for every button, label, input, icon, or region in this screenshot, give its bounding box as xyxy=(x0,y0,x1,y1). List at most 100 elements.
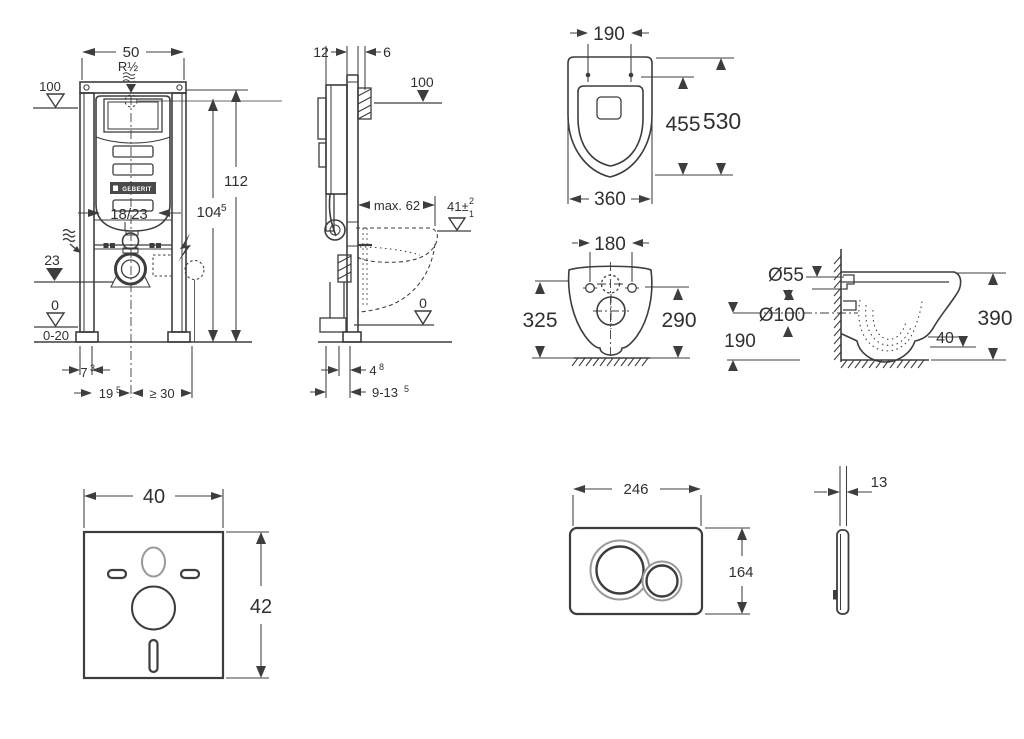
dim-hole-spread-190: 190 xyxy=(570,24,649,70)
dim-height-325: 325 xyxy=(522,280,574,359)
level-marker-100-side: 100 xyxy=(374,74,442,104)
dim-4-sup: 8 xyxy=(379,362,384,372)
pan-side-view: Ø55 Ø100 190 40 390 xyxy=(724,249,1013,371)
dim-190-label: 190 xyxy=(593,24,625,45)
flush-plate-front-view: 246 164 xyxy=(568,481,754,616)
dim-plate-width-246: 246 xyxy=(572,481,702,526)
dim-hole-spread-180: 180 xyxy=(572,234,649,282)
pan-side-outline xyxy=(752,271,962,363)
dim-plate-thickness-13: 13 xyxy=(814,466,887,526)
flush-bend-side xyxy=(319,193,352,333)
level-100-label: 100 xyxy=(39,79,61,94)
dim-bolt-spread: 18/23 xyxy=(78,206,181,230)
dim-mat-width-40: 40 xyxy=(83,486,224,528)
dim-530-label: 530 xyxy=(703,108,741,134)
level-100-side-label: 100 xyxy=(410,74,434,90)
dim-7-label: 7 xyxy=(80,365,87,380)
dim-height-112: 112 xyxy=(186,89,248,342)
anchor-plate-dotted xyxy=(152,254,173,277)
level-marker-rim-41: 41± 2 1 xyxy=(437,196,474,232)
ground-hatch-back xyxy=(571,357,650,367)
dim-range-9-13: 9-13 5 xyxy=(310,384,409,400)
level-marker-drain-23: 23 xyxy=(34,252,114,283)
dim-o100-label: Ø100 xyxy=(759,305,805,326)
dim-o55-label: Ø55 xyxy=(768,265,804,286)
dim-depth-12-6: 12 6 xyxy=(313,44,391,90)
dim-455-label: 455 xyxy=(665,113,700,136)
floor-hatch-side xyxy=(840,359,929,369)
drain-socket xyxy=(110,252,151,288)
dim-180-label: 180 xyxy=(594,234,626,255)
flush-plate-side-outline xyxy=(833,529,850,615)
pan-top-outline xyxy=(567,56,653,178)
dim-mat-42-label: 42 xyxy=(250,596,272,618)
dim-drain-height-190: 190 xyxy=(724,302,800,371)
dim-drain-dia-100: Ø100 xyxy=(759,290,805,337)
small-flush-button xyxy=(645,564,679,598)
flush-plate-outline xyxy=(568,526,704,616)
concealed-cistern: GEBERIT xyxy=(95,95,171,398)
level-marker-floor-0: 0 0-20 xyxy=(34,297,78,343)
dim-41-sub: 1 xyxy=(469,209,474,219)
dim-360-label: 360 xyxy=(594,189,626,210)
wall-hatch xyxy=(833,249,842,362)
dim-min30-label: ≥ 30 xyxy=(149,386,174,401)
dim-40-label: 40 xyxy=(936,330,954,347)
dim-height-104: 104 5 xyxy=(196,99,227,342)
dim-mat-height-42: 42 xyxy=(226,531,272,679)
dim-190-side-label: 190 xyxy=(724,331,756,352)
cistern-side xyxy=(317,84,348,232)
pan-back-outline xyxy=(567,262,653,356)
dim-frame-width-label: 50 xyxy=(123,44,140,61)
dim-max62-label: max. 62 xyxy=(374,198,420,213)
dim-frame-width: 50 R½ xyxy=(81,44,185,80)
plate-clip-knob xyxy=(833,590,838,600)
floor-range-label: 0-20 xyxy=(43,328,69,343)
water-supply-icon xyxy=(62,228,81,253)
sound-mat-view: 40 42 xyxy=(82,486,272,680)
dim-offset-19-min-30: 19 5 ≥ 30 xyxy=(74,346,193,401)
frame-side-view: 12 6 xyxy=(310,44,474,400)
dim-164-label: 164 xyxy=(728,564,753,581)
sound-mat-outline xyxy=(82,530,225,680)
dim-offset-4: 4 8 xyxy=(321,346,384,398)
pan-back-view: 180 325 290 xyxy=(522,234,697,367)
level-23-label: 23 xyxy=(44,252,60,268)
dim-4-label: 4 xyxy=(369,363,376,378)
dim-width-360: 360 xyxy=(567,118,653,210)
dim-depth-530: 530 xyxy=(656,57,741,175)
dim-41-label: 41± xyxy=(447,199,469,214)
frame-rail-side xyxy=(342,74,372,343)
dim-height-390: 390 xyxy=(931,272,1013,361)
large-flush-button xyxy=(595,545,645,595)
dim-offset-7: 7 3 xyxy=(62,346,110,380)
dim-plate-height-164: 164 xyxy=(705,527,754,615)
dim-bolt-spread-label: 18/23 xyxy=(110,206,148,223)
dim-112-label: 112 xyxy=(224,173,248,190)
inlet-thread-label: R½ xyxy=(118,59,138,74)
dim-19-sup: 5 xyxy=(116,385,121,395)
pan-top-view: 190 455 530 360 xyxy=(567,24,741,210)
wall-plate-hatched xyxy=(357,87,372,120)
dim-max-62: max. 62 xyxy=(358,196,436,226)
fill-valve xyxy=(103,232,161,254)
geberit-logo-label: GEBERIT xyxy=(122,187,151,193)
dim-9-13-sup: 5 xyxy=(404,384,409,394)
dim-supply-dia-55: Ø55 xyxy=(768,265,844,300)
dim-325-label: 325 xyxy=(522,309,557,332)
pan-outline-dashed xyxy=(356,227,438,313)
level-marker-inlet-100: 100 xyxy=(33,79,78,109)
flush-plate-side-view: 13 xyxy=(814,466,887,615)
dim-246-label: 246 xyxy=(623,481,648,498)
dim-104-sup: 5 xyxy=(221,203,227,214)
dim-rim-40: 40 xyxy=(928,330,976,348)
dim-9-13-label: 9-13 xyxy=(372,385,398,400)
dim-13-label: 13 xyxy=(871,474,888,491)
dim-height-290: 290 xyxy=(645,286,697,359)
frame-front-view: 50 R½ 100 xyxy=(33,44,282,401)
dim-104-label: 104 xyxy=(196,204,221,221)
dim-6-label: 6 xyxy=(383,44,391,60)
dim-19-label: 19 xyxy=(99,386,113,401)
